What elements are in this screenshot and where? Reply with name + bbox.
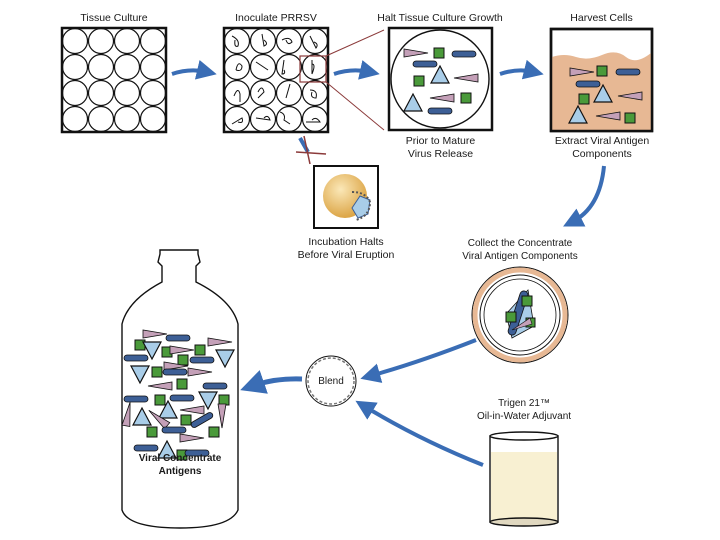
- adjuvant-jar: [489, 431, 559, 527]
- bottle-label-1: Viral Concentrate: [138, 453, 222, 464]
- adjuvant-title-2: Oil-in-Water Adjuvant: [476, 411, 572, 422]
- halt-caption-2: Virus Release: [407, 148, 474, 160]
- blend-label: Blend: [318, 376, 344, 387]
- tissue-culture-plate: [60, 26, 168, 134]
- tissue-culture-title: Tissue Culture: [80, 12, 148, 24]
- vaccine-bottle: [121, 249, 239, 529]
- inoculate-title: Inoculate PRRSV: [235, 12, 317, 24]
- flow-arrow: [360, 338, 477, 383]
- incubation-box: [313, 165, 379, 229]
- harvest-caption-2: Components: [572, 148, 632, 160]
- flow-arrow: [355, 400, 484, 467]
- collect-title-1: Collect the Concentrate: [467, 238, 573, 249]
- harvest-caption-1: Extract Viral Antigen: [554, 135, 650, 147]
- halt-x-mark: [295, 135, 327, 165]
- adjuvant-title-1: Trigen 21™: [498, 398, 550, 409]
- incubation-caption-1: Incubation Halts: [308, 236, 384, 248]
- collect-title-2: Viral Antigen Components: [462, 251, 578, 262]
- blend-circle: [305, 355, 357, 407]
- halt-title: Halt Tissue Culture Growth: [377, 12, 503, 24]
- harvest-title: Harvest Cells: [570, 12, 633, 24]
- halt-growth-box: [387, 26, 494, 132]
- flow-arrow: [333, 60, 380, 80]
- flow-arrow: [499, 59, 544, 80]
- bottle-label-2: Antigens: [158, 466, 202, 477]
- incubation-caption-2: Before Viral Eruption: [297, 249, 395, 261]
- flow-arrow: [563, 165, 606, 227]
- concentrate-ring: [471, 266, 569, 364]
- inoculated-plate: [222, 26, 330, 134]
- harvest-cells-box: [549, 27, 654, 133]
- flow-arrow: [240, 370, 303, 394]
- halt-caption-1: Prior to Mature: [405, 135, 476, 147]
- flow-arrow: [171, 59, 217, 80]
